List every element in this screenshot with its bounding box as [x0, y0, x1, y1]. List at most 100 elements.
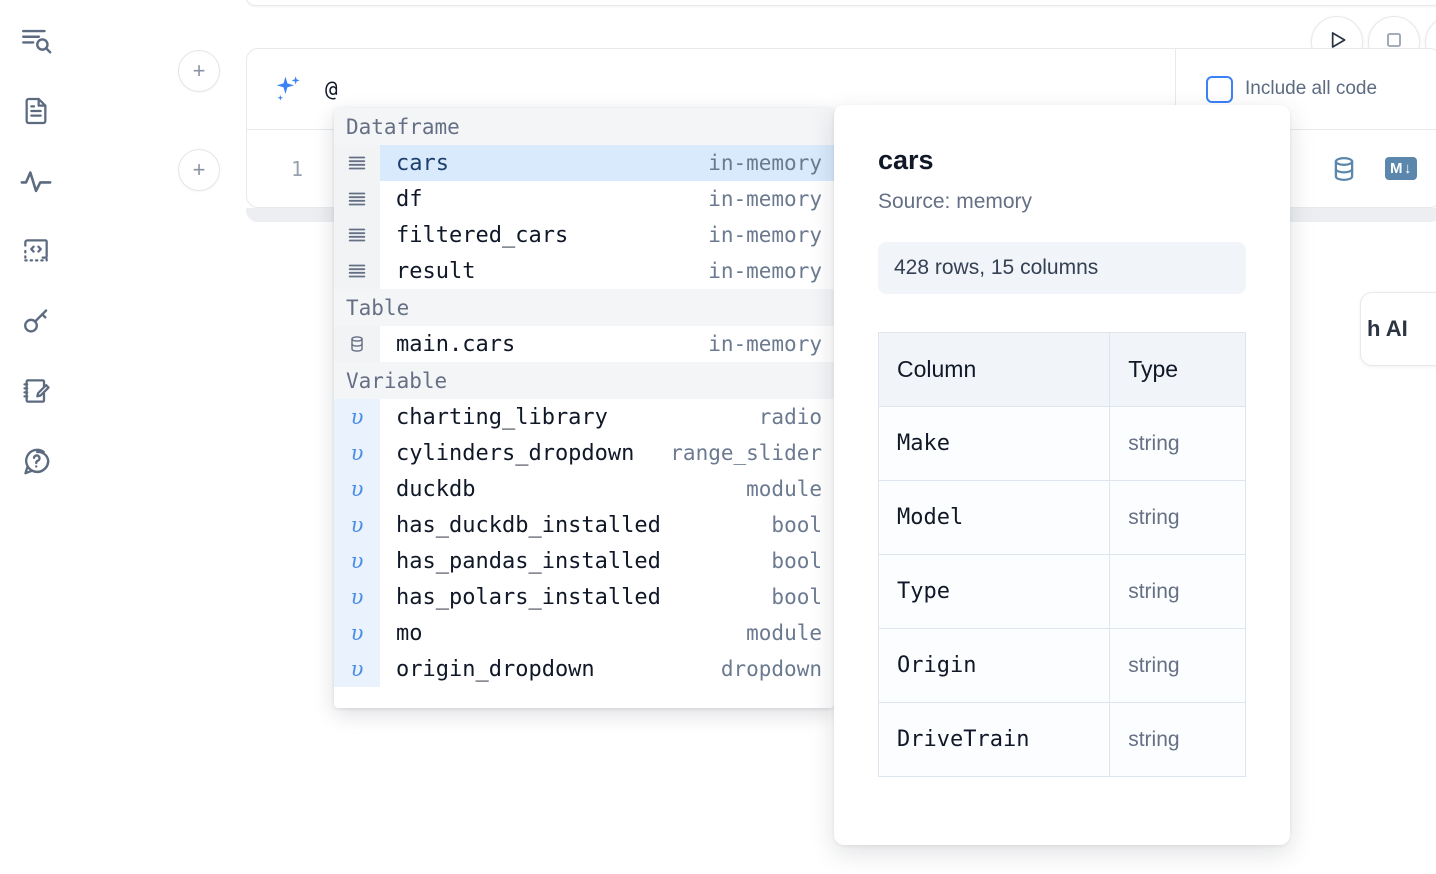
autocomplete-item-name: main.cars [396, 331, 516, 357]
autocomplete-item-kind: in-memory [708, 259, 822, 283]
detail-title: cars [878, 145, 934, 175]
autocomplete-item-name: has_duckdb_installed [396, 512, 661, 538]
sidebar-rail [0, 0, 72, 874]
cell-action-bar: M ↓ [1329, 154, 1417, 184]
markdown-icon[interactable]: M ↓ [1385, 157, 1417, 180]
add-cell-button-below[interactable]: + [178, 149, 220, 191]
autocomplete-item-kind: range_slider [670, 441, 822, 465]
detail-source: Source: memory [878, 190, 1033, 213]
schema-column-name: Make [877, 406, 1111, 481]
autocomplete-item[interactable]: df in-memory [334, 181, 834, 217]
sidebar-item-activity[interactable] [14, 156, 58, 206]
plus-icon: + [192, 157, 206, 182]
autocomplete-item[interactable]: υ charting_library radio [334, 399, 834, 435]
sidebar-item-secrets[interactable] [14, 296, 58, 346]
autocomplete-item-name: has_polars_installed [396, 584, 661, 610]
sidebar-item-file-search[interactable] [14, 16, 58, 66]
key-icon [20, 305, 53, 338]
schema-column-type: string [1109, 628, 1246, 703]
schema-header-cell: Column [877, 332, 1111, 407]
autocomplete-item-name: origin_dropdown [396, 656, 595, 682]
variable-icon: υ [334, 579, 380, 615]
include-all-code-label: Include all code [1245, 78, 1378, 99]
variable-icon: υ [334, 471, 380, 507]
autocomplete-item-name: df [396, 186, 423, 212]
file-search-icon [19, 24, 53, 58]
schema-header-cell: Type [1109, 332, 1246, 407]
autocomplete-item-name: charting_library [396, 404, 608, 430]
schema-column-name: Type [877, 554, 1111, 629]
sidebar-item-help[interactable] [14, 436, 58, 486]
autocomplete-item-name: has_pandas_installed [396, 548, 661, 574]
play-icon [1324, 27, 1350, 58]
autocomplete-item-kind: radio [758, 405, 822, 429]
database-icon [334, 326, 380, 362]
variable-icon: υ [334, 507, 380, 543]
autocomplete-group-header: Table [334, 289, 834, 326]
autocomplete-item[interactable]: υ has_pandas_installed bool [334, 543, 834, 579]
variable-icon: υ [334, 651, 380, 687]
schema-column-name: DriveTrain [877, 702, 1111, 777]
autocomplete-item-name: mo [396, 620, 423, 646]
help-chat-icon [20, 445, 53, 478]
autocomplete-item-kind: module [746, 477, 822, 501]
sparkle-icon [271, 72, 305, 106]
schema-column-type: string [1109, 406, 1246, 481]
sidebar-item-document[interactable] [14, 86, 58, 136]
code-snippet-icon [20, 235, 52, 267]
stop-square-icon [1382, 28, 1406, 57]
include-all-code-checkbox[interactable] [1206, 75, 1233, 103]
schema-column-type: string [1109, 554, 1246, 629]
autocomplete-item-kind: in-memory [708, 223, 822, 247]
completion-detail-panel: cars Source: memory 428 rows, 15 columns… [834, 105, 1290, 845]
sidebar-item-snippets[interactable] [14, 226, 58, 276]
plus-icon: + [192, 58, 206, 83]
variable-icon: υ [334, 399, 380, 435]
document-icon [20, 95, 52, 127]
schema-column-type: string [1109, 480, 1246, 555]
sidebar-item-scratchpad[interactable] [14, 366, 58, 416]
activity-icon [19, 164, 53, 198]
autocomplete-item[interactable]: υ origin_dropdown dropdown [334, 651, 834, 687]
previous-cell [246, 0, 1436, 6]
autocomplete-item-kind: in-memory [708, 187, 822, 211]
autocomplete-item-kind: bool [771, 549, 822, 573]
autocomplete-item-body: df in-memory [380, 181, 834, 217]
autocomplete-item-body: has_pandas_installed bool [380, 543, 834, 579]
add-cell-button-above[interactable]: + [178, 50, 220, 92]
database-icon[interactable] [1329, 154, 1359, 184]
schema-column-name: Model [877, 480, 1111, 555]
autocomplete-group-header: Dataframe [334, 108, 834, 145]
ai-prompt-input[interactable] [325, 77, 1165, 101]
generate-with-ai-button[interactable]: h AI [1360, 292, 1436, 366]
schema-column-type: string [1109, 702, 1246, 777]
dataframe-icon [334, 181, 380, 217]
variable-icon: υ [334, 543, 380, 579]
ai-prompt-input-wrap [247, 49, 1175, 129]
autocomplete-item-body: charting_library radio [380, 399, 834, 435]
autocomplete-group-header: Variable [334, 362, 834, 399]
markdown-badge-letter: M [1390, 160, 1403, 177]
autocomplete-item-kind: dropdown [720, 657, 822, 681]
variable-icon: υ [334, 435, 380, 471]
